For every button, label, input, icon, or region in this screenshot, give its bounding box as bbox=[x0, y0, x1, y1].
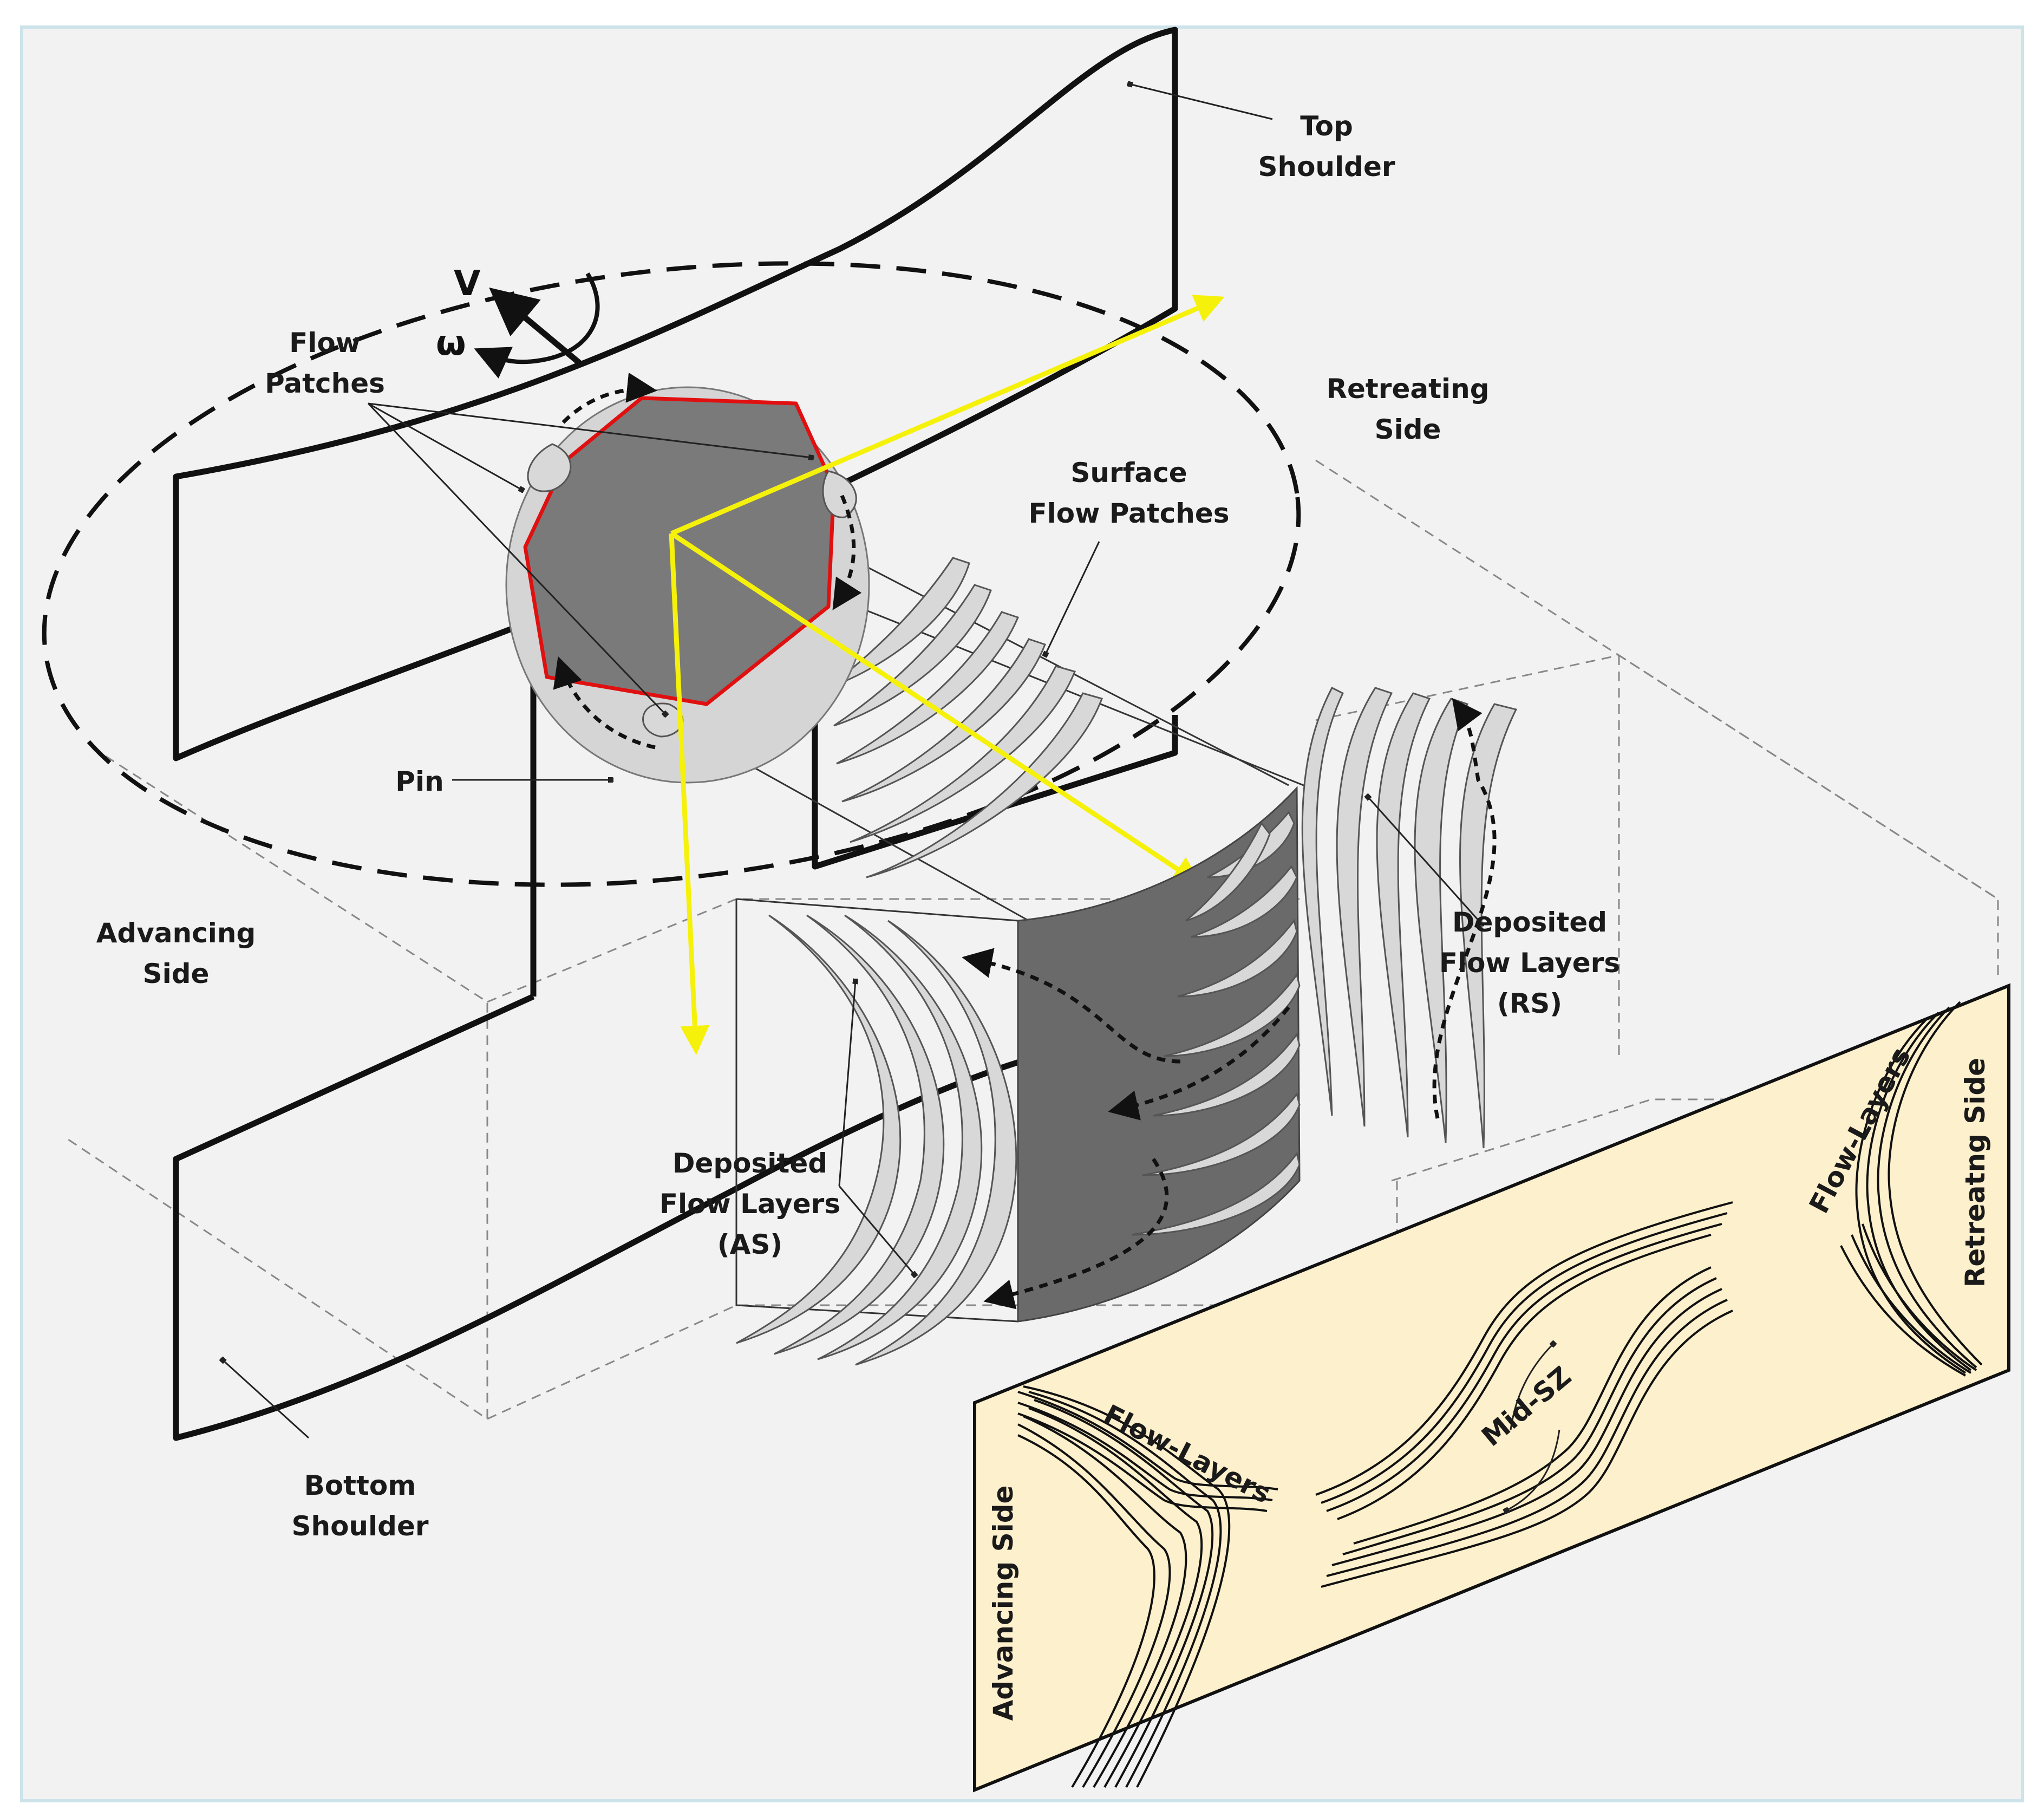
panel-background bbox=[973, 983, 2010, 1793]
panel-label-retreating-side: Retreatng Side bbox=[1960, 1058, 1991, 1287]
label-flow-patches-2: Patches bbox=[265, 368, 385, 399]
label-advancing-side-1: Advancing bbox=[96, 917, 256, 949]
label-deposited-rs-3: (RS) bbox=[1497, 988, 1562, 1019]
panel-label-advancing-side: Advancing Side bbox=[988, 1486, 1019, 1721]
omega-symbol: ω bbox=[436, 323, 466, 363]
tool-rotation-ellipse bbox=[42, 261, 1301, 887]
pin-wake-surface bbox=[1017, 786, 1301, 1323]
velocity-symbol: V bbox=[454, 264, 481, 304]
label-bottom-shoulder-2: Shoulder bbox=[291, 1510, 428, 1542]
label-top-shoulder-2: Shoulder bbox=[1258, 151, 1395, 183]
label-retreating-side-1: Retreating bbox=[1326, 373, 1489, 405]
macrograph-panel: Flow-Layers Mid-SZ Flow-Layers Advancing… bbox=[973, 983, 2010, 1793]
yellow-axes bbox=[669, 295, 1225, 1055]
label-deposited-as-3: (AS) bbox=[717, 1229, 782, 1260]
label-surface-flow-patches-1: Surface bbox=[1070, 457, 1187, 489]
rs-flow-arrow bbox=[1432, 698, 1497, 1119]
label-pin: Pin bbox=[395, 766, 443, 797]
label-surface-flow-patches-2: Flow Patches bbox=[1028, 498, 1229, 529]
label-deposited-as-1: Deposited bbox=[672, 1148, 827, 1179]
label-deposited-as-2: Flow Layers bbox=[659, 1188, 840, 1220]
label-deposited-rs-1: Deposited bbox=[1452, 907, 1607, 938]
label-bottom-shoulder-1: Bottom bbox=[304, 1470, 416, 1501]
label-advancing-side-2: Side bbox=[143, 958, 210, 989]
labels: Top Shoulder Flow Patches Retreating Sid… bbox=[96, 110, 1620, 1542]
as-flow-arrows bbox=[962, 948, 1290, 1310]
panel-flow-lines-mid bbox=[1315, 1201, 1733, 1588]
rotation-indicator: V ω bbox=[436, 264, 600, 379]
panel-flow-lines-rs bbox=[1840, 1001, 1983, 1377]
deposited-flow-layers-as bbox=[736, 914, 1017, 1366]
surface-flow-patches bbox=[828, 557, 1103, 878]
mid-sz-arrow-down bbox=[1505, 1429, 1560, 1511]
label-flow-patches-1: Flow bbox=[289, 327, 361, 359]
panel-flow-lines-as bbox=[1017, 1385, 1278, 1788]
label-retreating-side-2: Side bbox=[1375, 414, 1441, 445]
mid-sz-arrow-up bbox=[1510, 1343, 1554, 1430]
deposited-flow-layers-rs bbox=[1301, 687, 1518, 1149]
pin-cross-section bbox=[505, 372, 870, 784]
label-top-shoulder-1: Top bbox=[1300, 110, 1353, 142]
leader-lines bbox=[222, 84, 1485, 1439]
label-deposited-rs-2: Flow Layers bbox=[1439, 947, 1620, 979]
